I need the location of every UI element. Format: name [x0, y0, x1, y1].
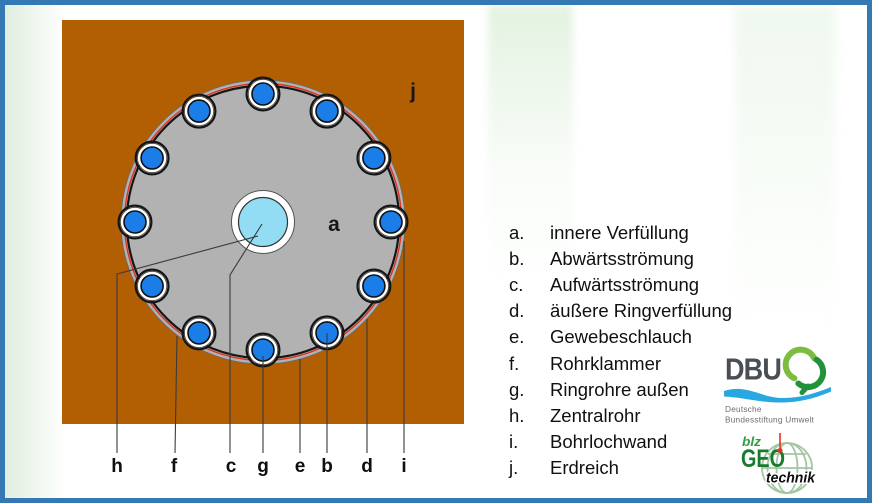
ring-pipe-bore — [140, 146, 164, 170]
legend-label: äußere Ringverfüllung — [550, 300, 733, 322]
legend-label: Aufwärtsströmung — [550, 274, 700, 296]
legend-key: a. — [509, 222, 525, 244]
legend-key: j. — [509, 456, 519, 478]
pipe-clamp-pocket — [309, 93, 345, 129]
ring-pipe — [181, 93, 217, 129]
legend-key: f. — [509, 352, 520, 374]
geotechnik-logo: blz GEO technik — [741, 433, 817, 494]
pipe-clamp-pocket — [134, 268, 170, 304]
ring-pipe — [181, 315, 217, 351]
central-pipe-fluid — [237, 196, 289, 248]
callout-letter-d: d — [361, 456, 373, 477]
leader-line-h — [116, 235, 259, 453]
red-pin-icon — [777, 433, 783, 453]
ring-pipe — [309, 315, 345, 351]
legend-label: innere Verfüllung — [550, 222, 689, 244]
ring-pipe-bore — [315, 99, 339, 123]
ring-pipe-bore — [187, 321, 211, 345]
legend-item: h. Zentralrohr — [509, 403, 732, 429]
callout-letter-c: c — [226, 456, 237, 477]
legend-key: i. — [509, 430, 519, 452]
callout-letter-e: e — [295, 456, 306, 477]
legend-label: Erdreich — [550, 456, 619, 478]
legend-key: g. — [509, 378, 525, 400]
dbu-logo: DBU Deutsche Bundesstiftung Umwelt — [724, 346, 831, 425]
area-letter-a: a — [328, 213, 340, 236]
pipe-clamp-pocket — [134, 140, 170, 176]
ring-pipe — [134, 268, 170, 304]
callout-letter-h: h — [111, 456, 123, 477]
legend-key: h. — [509, 404, 525, 426]
pipe-clamp-pocket — [181, 315, 217, 351]
callout-letter-i: i — [401, 456, 406, 477]
legend-item: i. Bohrlochwand — [509, 429, 732, 455]
legend-label: Zentralrohr — [550, 404, 641, 426]
dbu-wordmark: DBU — [725, 352, 781, 387]
ring-pipe — [309, 93, 345, 129]
legend-key: d. — [509, 300, 525, 322]
globe-icon — [761, 442, 813, 494]
legend-key: b. — [509, 248, 525, 270]
callout-letter-b: b — [321, 456, 333, 477]
logos: DBU Deutsche Bundesstiftung Umwelt blz G… — [724, 346, 831, 494]
legend-label: Bohrlochwand — [550, 430, 668, 452]
legend-item: f. Rohrklammer — [509, 350, 732, 376]
geo-technik-text: technik — [766, 471, 816, 487]
callout-letter-f: f — [171, 456, 178, 477]
pipe-clamp-pocket — [373, 204, 409, 240]
legend-key: e. — [509, 326, 525, 348]
ring-pipe — [356, 140, 392, 176]
dbu-subtitle-line1: Deutsche — [725, 404, 762, 414]
legend-item: b. Abwärtsströmung — [509, 246, 732, 272]
callout-letter-g: g — [257, 456, 269, 477]
ring-pipes-group — [117, 76, 409, 368]
geo-blz-text: blz — [742, 434, 762, 449]
legend-item: c. Aufwärtsströmung — [509, 272, 732, 298]
pipe-clamp-pocket — [245, 76, 281, 112]
dbu-subtitle-line2: Bundesstiftung Umwelt — [725, 415, 815, 425]
leader-line-f — [174, 335, 178, 454]
ring-pipe-bore — [123, 210, 147, 234]
pipe-clamp-pocket — [356, 268, 392, 304]
ring-pipe — [356, 268, 392, 304]
leader-line-c — [229, 223, 263, 453]
legend-item: d. äußere Ringverfüllung — [509, 298, 732, 324]
ring-pipe-bore — [187, 99, 211, 123]
ring-pipe — [134, 140, 170, 176]
legend-label: Ringrohre außen — [550, 378, 689, 400]
legend-key: c. — [509, 274, 524, 296]
pipe-clamp-pocket — [356, 140, 392, 176]
legend-list: a. innere Verfüllung b. Abwärtsströmung c.… — [509, 220, 732, 481]
pipe-clamp-pocket — [181, 93, 217, 129]
legend-label: Abwärtsströmung — [550, 248, 694, 270]
ring-pipe-bore — [379, 210, 403, 234]
ring-pipe-bore — [251, 82, 275, 106]
legend-label: Rohrklammer — [550, 352, 662, 374]
legend-item: g. Ringrohre außen — [509, 377, 732, 403]
callout-letters: h f c g e b d i — [111, 456, 406, 477]
pipe-clamp-pocket — [117, 204, 153, 240]
legend-item: e. Gewebeschlauch — [509, 324, 732, 350]
ring-pipe — [117, 204, 153, 240]
ring-pipe-bore — [140, 274, 164, 298]
leader-lines — [116, 223, 405, 454]
ring-pipe — [245, 76, 281, 112]
ring-pipe — [245, 332, 281, 368]
dbu-circle-icon — [782, 346, 827, 395]
legend-item: j. Erdreich — [509, 455, 732, 481]
legend-label: Gewebeschlauch — [550, 326, 692, 348]
borehole-cross-section-diagram: h f c g e b d i a j — [62, 20, 464, 477]
ring-pipe-bore — [362, 274, 386, 298]
area-letter-j: j — [409, 80, 416, 103]
legend-item: a. innere Verfüllung — [509, 220, 732, 246]
ring-pipe-bore — [362, 146, 386, 170]
ring-pipe — [373, 204, 409, 240]
dbu-wave-icon — [724, 387, 831, 403]
